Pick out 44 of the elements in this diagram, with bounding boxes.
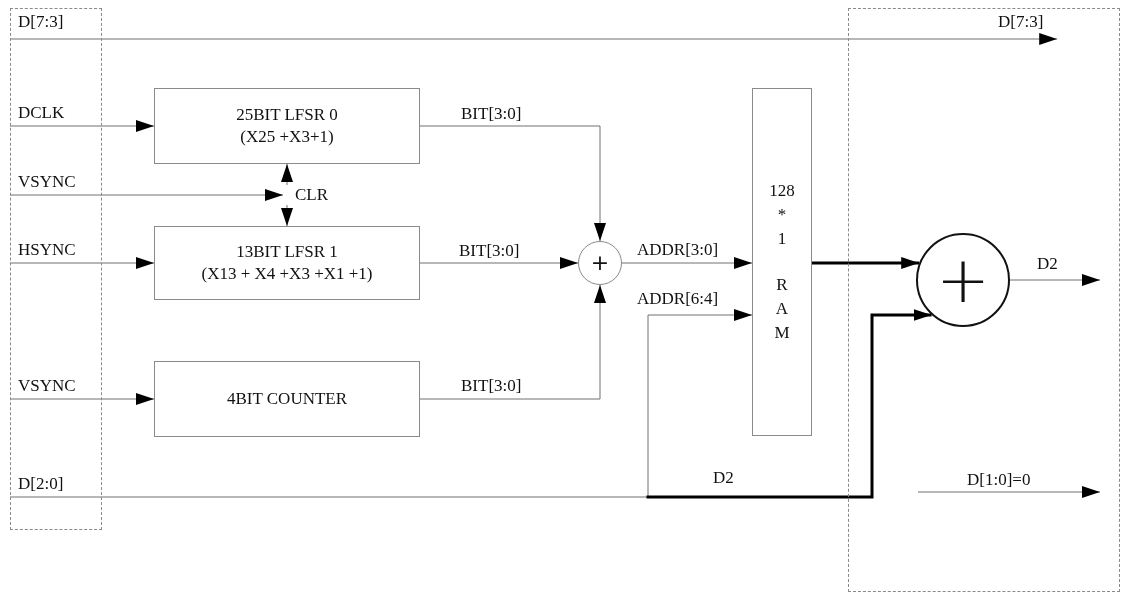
edge-label: BIT[3:0]: [458, 241, 521, 261]
plus-sign: +: [590, 252, 610, 274]
box-text: (X25 +X3+1): [240, 126, 334, 148]
box-text: (X13 + X4 +X3 +X1 +1): [201, 263, 373, 285]
process-box: [154, 361, 420, 437]
adder-circle: [578, 241, 622, 285]
arrow: [419, 257, 579, 269]
arrow: [9, 120, 155, 132]
signal-label: D[7:3]: [990, 12, 1070, 39]
signal-label: D[2:0]: [10, 474, 98, 497]
box-text: 128 * 1: [768, 180, 796, 250]
signal-label: DCLK: [10, 103, 98, 126]
signal-label: VSYNC: [10, 376, 98, 399]
arrow: [9, 33, 1058, 45]
signal-label: D[1:0]=0: [966, 470, 1032, 490]
process-box: [154, 88, 420, 164]
arrow: [9, 257, 155, 269]
edge-label: BIT[3:0]: [460, 104, 523, 124]
signal-label: VSYNC: [10, 172, 98, 195]
plus-sign: +: [936, 248, 990, 312]
arrow: [646, 309, 932, 499]
signal-label: HSYNC: [10, 240, 98, 263]
box-text: 4BIT COUNTER: [226, 388, 348, 410]
arrow: [9, 189, 284, 201]
arrow: [9, 393, 155, 405]
arrow: [1009, 274, 1101, 286]
arrow: [281, 163, 293, 186]
edge-label: ADDR[6:4]: [636, 289, 720, 309]
arrow: [419, 284, 606, 400]
box-text: 25BIT LFSR 0: [236, 104, 338, 126]
ram-block: [752, 88, 812, 436]
arrow: [419, 125, 606, 242]
arrow: [812, 257, 920, 269]
box-text: 13BIT LFSR 1: [236, 241, 338, 263]
arrow: [621, 257, 753, 269]
dashed-group-box: [10, 8, 102, 530]
process-box: [154, 226, 420, 300]
arrow: [281, 204, 293, 227]
signal-label: D[7:3]: [10, 12, 98, 39]
box-text: R A M: [773, 274, 791, 344]
signal-label: CLR: [283, 185, 335, 205]
edge-label: ADDR[3:0]: [636, 240, 720, 260]
arrow: [9, 309, 753, 498]
edge-label: BIT[3:0]: [460, 376, 523, 396]
